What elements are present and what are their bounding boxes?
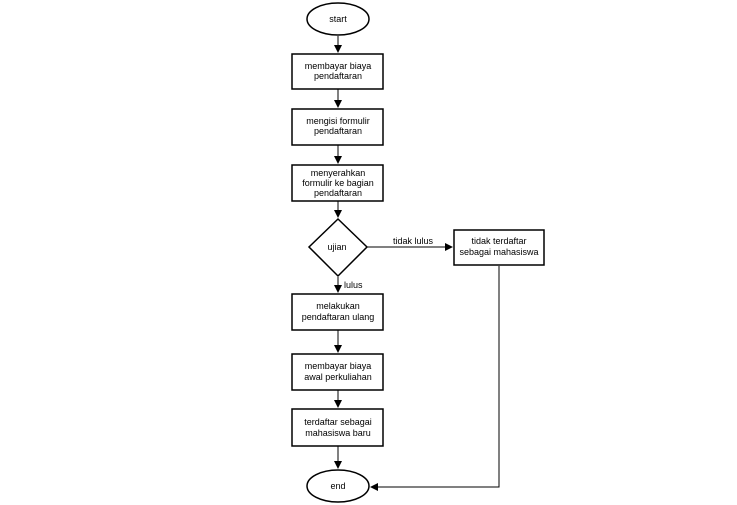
step1-line2: pendaftaran [314, 71, 362, 81]
process-step-menyerahkan-formulir: menyerahkan formulir ke bagian pendaftar… [291, 164, 384, 202]
process-step-tidak-terdaftar: tidak terdaftar sebagai mahasiswa [453, 229, 545, 266]
process-step-terdaftar-mahasiswa-baru: terdaftar sebagai mahasiswa baru [291, 408, 384, 447]
edge-reject-end [370, 266, 500, 491]
step5-line1: membayar biaya [305, 361, 372, 371]
start-terminator: start [306, 2, 370, 36]
process-step-pendaftaran-ulang: melakukan pendaftaran ulang [291, 293, 384, 331]
process-step-membayar-biaya-pendaftaran: membayar biaya pendaftaran [291, 53, 384, 90]
step3-line1: menyerahkan [311, 168, 366, 178]
connectors [334, 36, 500, 491]
end-terminator: end [306, 469, 370, 503]
decision-ujian: ujian [307, 217, 369, 278]
edge-label-pass: lulus [344, 280, 363, 290]
step5-line2: awal perkuliahan [304, 372, 372, 382]
edge-label-fail: tidak lulus [393, 236, 434, 246]
decision-label: ujian [327, 242, 346, 252]
step6-line2: mahasiswa baru [305, 428, 371, 438]
step2-line1: mengisi formulir [306, 116, 370, 126]
step3-line2: formulir ke bagian [302, 178, 374, 188]
step1-line1: membayar biaya [305, 61, 372, 71]
end-label: end [330, 481, 345, 491]
step6-line1: terdaftar sebagai [304, 417, 372, 427]
process-step-mengisi-formulir: mengisi formulir pendaftaran [291, 108, 384, 146]
step4-line2: pendaftaran ulang [302, 312, 375, 322]
step3-line3: pendaftaran [314, 188, 362, 198]
reject-line1: tidak terdaftar [471, 236, 526, 246]
reject-line2: sebagai mahasiswa [459, 247, 538, 257]
process-step-biaya-awal-perkuliahan: membayar biaya awal perkuliahan [291, 353, 384, 391]
step4-line1: melakukan [316, 301, 360, 311]
start-label: start [329, 14, 347, 24]
step2-line2: pendaftaran [314, 126, 362, 136]
